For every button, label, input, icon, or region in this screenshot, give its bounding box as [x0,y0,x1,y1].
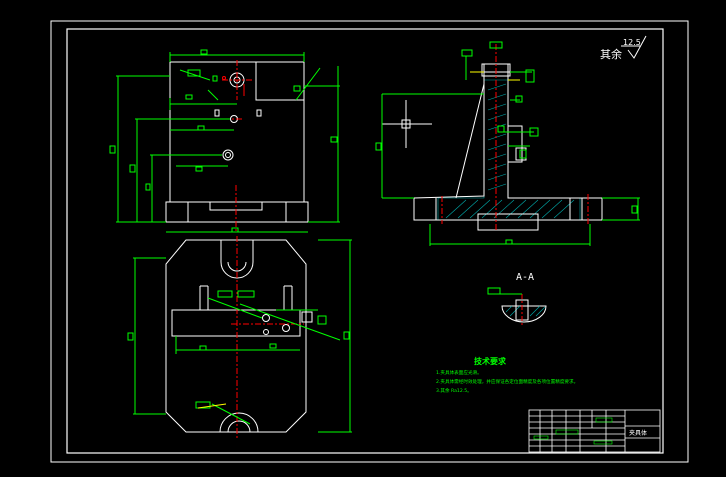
tech-req-item-3: 3.其余 Ra12.5。 [436,387,472,394]
tech-req-item-2: 2.夹具体需经时效处理，并应保证各定位面精度及各项位置精度要求。 [436,378,578,385]
title-block-part-name: 夹具体 [629,429,647,437]
section-a-a-hatch [505,305,546,317]
front-view-red-marks [222,76,245,96]
section-a-a-outline [501,305,547,323]
side-view [375,41,640,246]
section-a-a-dim-text [487,287,501,295]
roughness-value: 12.5 [623,38,641,47]
title-block-green-fill [533,417,613,445]
side-view-crosshair [382,100,432,148]
tech-req-title: 技术要求 [474,356,507,366]
outer-sheet-border [50,20,689,463]
plan-view [127,236,352,440]
front-view-centerlines [222,60,252,232]
side-view-dimensions [375,41,640,246]
side-view-hatching [437,79,581,221]
plan-view-outline [165,239,313,433]
side-view-annotations [470,71,520,81]
side-view-centerlines [441,44,589,232]
tech-req-item-1: 1.夹具体表面应光滑。 [436,369,482,376]
technical-requirements: 技术要求 1.夹具体表面应光滑。 2.夹具体需经时效处理，并应保证各定位面精度及… [436,356,578,394]
roughness-check-icon [627,35,647,59]
front-view [109,49,340,233]
roughness-note: 其余 [600,47,622,61]
plan-view-annotations [197,403,227,409]
roughness-symbol: 其余 12.5 [600,35,647,61]
front-view-dimensions [109,49,340,233]
section-a-a: A-A [487,272,547,326]
plan-view-dimensions [127,239,352,433]
inner-drawing-frame [66,28,664,454]
plan-view-centerlines [230,236,304,440]
section-label: A-A [516,272,534,283]
